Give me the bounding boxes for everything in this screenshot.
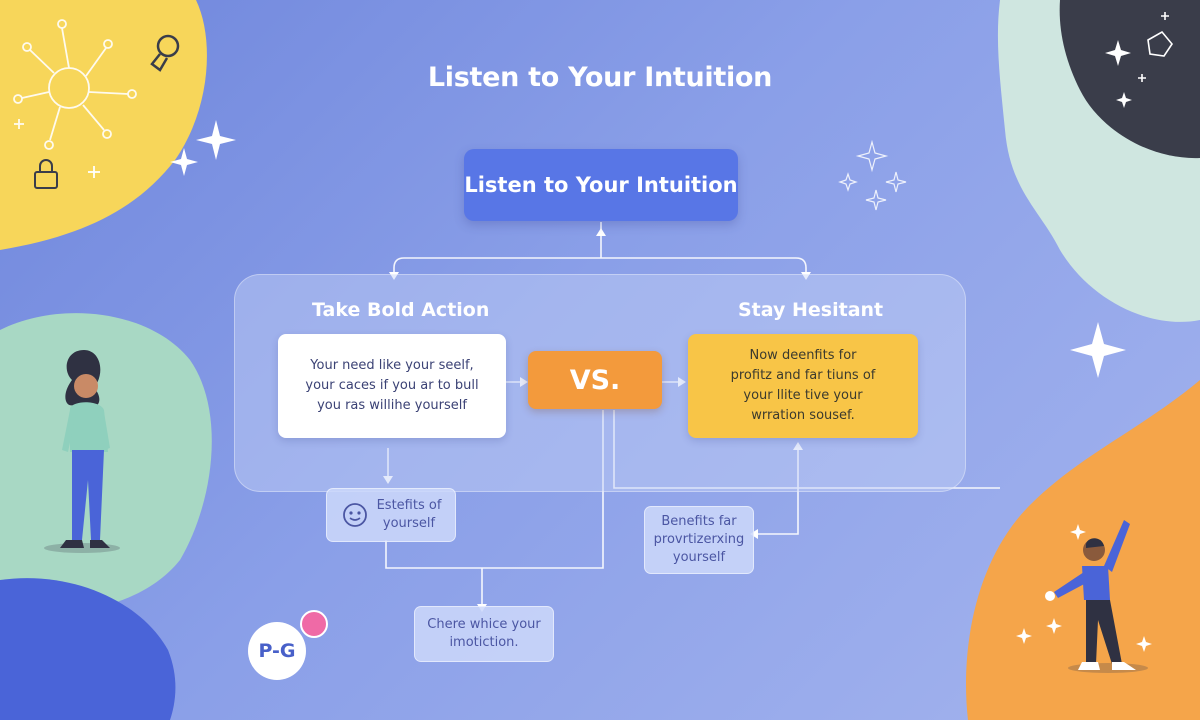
page-title: Listen to Your Intuition bbox=[427, 62, 773, 93]
right-card-line: your llite tive your bbox=[743, 388, 863, 403]
lock-icon bbox=[34, 159, 58, 189]
left-branch-card[interactable]: Your need like your seelf, your caces if… bbox=[278, 334, 506, 438]
right-branch-label: Stay Hesitant bbox=[738, 299, 884, 321]
right-down-connector bbox=[754, 448, 799, 535]
blue-blob bbox=[0, 578, 176, 720]
top-node[interactable]: Listen to Your Intuition bbox=[464, 149, 738, 221]
smiley-face-icon bbox=[342, 503, 367, 527]
vs-down-connector bbox=[385, 410, 604, 606]
woman-standing-figure bbox=[44, 350, 120, 553]
sparkle-outline-icon bbox=[838, 139, 907, 211]
right-branch-card[interactable]: Now deenfits for profitz and far tiuns o… bbox=[688, 334, 918, 438]
plus-icon bbox=[88, 166, 100, 178]
left-card-line: your caces if you ar to bull bbox=[305, 378, 479, 393]
right-card-line: profitz and far tiuns of bbox=[730, 368, 876, 383]
logo-gear-icon bbox=[300, 610, 328, 638]
left-card-line: you ras willihe yourself bbox=[317, 398, 467, 413]
left-sub-node[interactable]: Estefits of yourself bbox=[326, 488, 456, 542]
sun-network-icon bbox=[13, 19, 137, 150]
logo-badge: P-G bbox=[248, 622, 306, 680]
bottom-line: Chere whice your bbox=[427, 617, 541, 632]
sparkle-icon bbox=[170, 40, 1152, 652]
left-sub-line: yourself bbox=[382, 516, 436, 531]
dark-blob bbox=[1059, 0, 1200, 159]
right-card-line: Now deenfits for bbox=[749, 348, 857, 363]
crystal-icon bbox=[1138, 12, 1173, 82]
right-sub-line: Benefits far bbox=[661, 514, 737, 529]
left-sub-line: Estefits of bbox=[376, 498, 442, 513]
man-reaching-figure bbox=[1045, 520, 1148, 673]
vs-right-loop-connector bbox=[613, 410, 1000, 489]
left-card-line: Your need like your seelf, bbox=[310, 358, 474, 373]
green-blob bbox=[0, 313, 212, 614]
bottom-node[interactable]: Chere whice your imotiction. bbox=[414, 606, 554, 662]
right-sub-line: yourself bbox=[672, 550, 726, 565]
right-sub-node[interactable]: Benefits far provrtizerxing yourself bbox=[644, 506, 754, 574]
right-card-line: wrration sousef. bbox=[751, 408, 855, 423]
bottom-line: imotiction. bbox=[449, 635, 519, 650]
vs-node[interactable]: VS. bbox=[528, 351, 662, 409]
lightbulb-icon bbox=[150, 34, 180, 72]
right-sub-line: provrtizerxing bbox=[653, 532, 745, 547]
left-branch-label: Take Bold Action bbox=[312, 299, 490, 321]
